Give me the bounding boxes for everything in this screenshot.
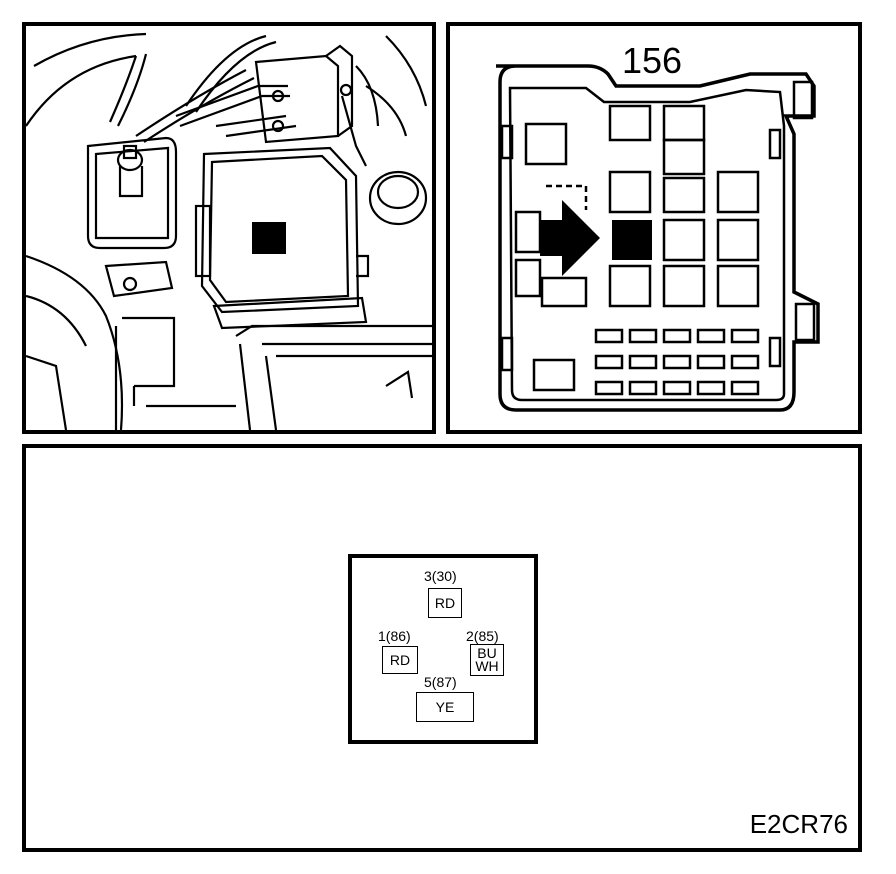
pin-2-label: 2(85) (466, 628, 499, 644)
fuse-box-illustration (496, 64, 820, 412)
fuse-box-panel: 156 (446, 22, 862, 434)
engine-compartment-panel (22, 22, 436, 434)
fuse-box-number: 156 (622, 40, 683, 81)
pin-3-wire: RD (428, 588, 462, 618)
pin-1-wire: RD (382, 646, 418, 674)
pin-1-label: 1(86) (378, 628, 411, 644)
relay-connector-face: 3(30) RD 1(86) RD 2(85) BU WH 5(87) YE (348, 554, 538, 744)
engine-compartment-illustration (26, 32, 432, 430)
relay-location-marker (612, 220, 652, 260)
figure-code: E2CR76 (749, 809, 848, 839)
pin-5-label: 5(87) (424, 674, 457, 690)
pin-2-wire: BU WH (470, 644, 504, 676)
pin-5-wire: YE (416, 692, 474, 722)
pin-2-wire-line-1: BU (477, 645, 497, 661)
location-arrow (540, 200, 600, 276)
pin-3-label: 3(30) (424, 568, 457, 584)
pin-2-wire-line-2: WH (475, 658, 499, 674)
relay-connector-panel: 3(30) RD 1(86) RD 2(85) BU WH 5(87) YE E… (22, 444, 862, 852)
